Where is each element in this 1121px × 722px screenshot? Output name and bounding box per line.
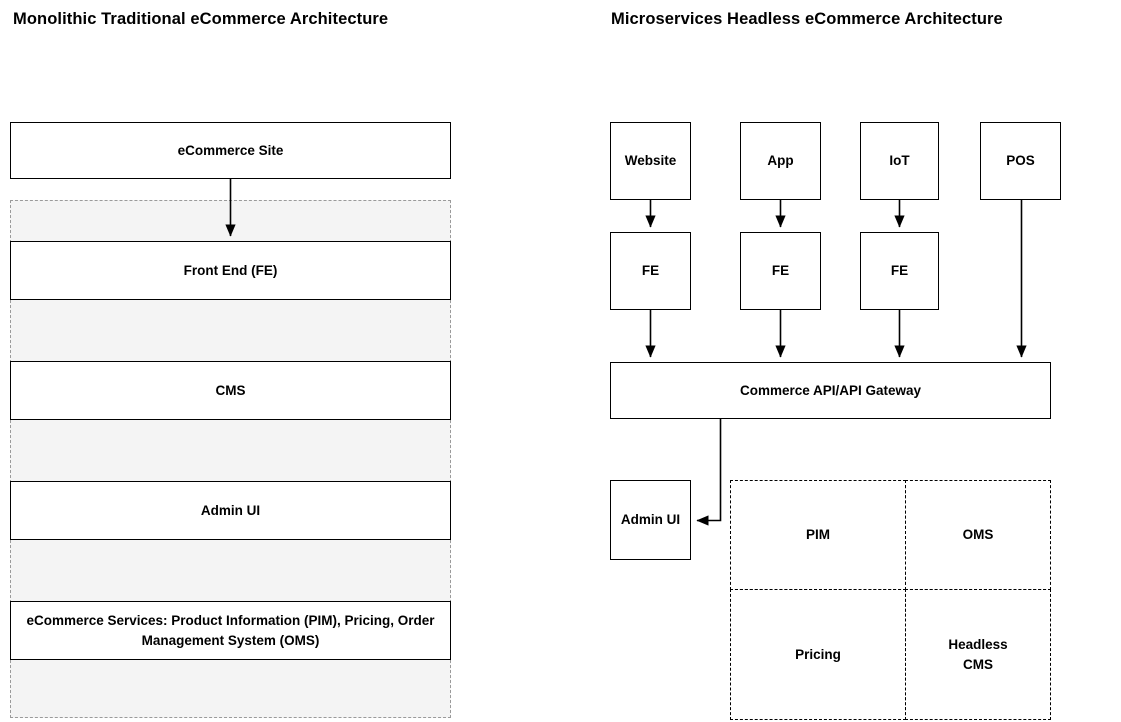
box-channel-pos[interactable]: POS (980, 122, 1061, 200)
box-ecommerce-site[interactable]: eCommerce Site (10, 122, 451, 179)
arrow-gateway-to-admin-ui (696, 419, 722, 526)
right-panel-title: Microservices Headless eCommerce Archite… (611, 10, 1003, 28)
box-fe-iot[interactable]: FE (860, 232, 939, 310)
cell-headless-cms-line2: CMS (963, 656, 993, 672)
box-fe-app[interactable]: FE (740, 232, 821, 310)
box-cms[interactable]: CMS (10, 361, 451, 420)
cell-headless-cms[interactable]: Headless CMS (905, 589, 1051, 720)
left-panel-title: Monolithic Traditional eCommerce Archite… (13, 10, 389, 28)
cell-headless-cms-line1: Headless (948, 636, 1008, 652)
cell-pim[interactable]: PIM (730, 480, 906, 590)
box-channel-iot[interactable]: IoT (860, 122, 939, 200)
box-front-end[interactable]: Front End (FE) (10, 241, 451, 300)
box-fe-website[interactable]: FE (610, 232, 691, 310)
cell-pricing[interactable]: Pricing (730, 589, 906, 720)
box-channel-website[interactable]: Website (610, 122, 691, 200)
box-commerce-api-gateway[interactable]: Commerce API/API Gateway (610, 362, 1051, 419)
box-channel-app[interactable]: App (740, 122, 821, 200)
box-admin-ui-monolith[interactable]: Admin UI (10, 481, 451, 540)
box-ecommerce-services[interactable]: eCommerce Services: Product Information … (10, 601, 451, 660)
box-admin-ui-headless[interactable]: Admin UI (610, 480, 691, 560)
cell-oms[interactable]: OMS (905, 480, 1051, 590)
